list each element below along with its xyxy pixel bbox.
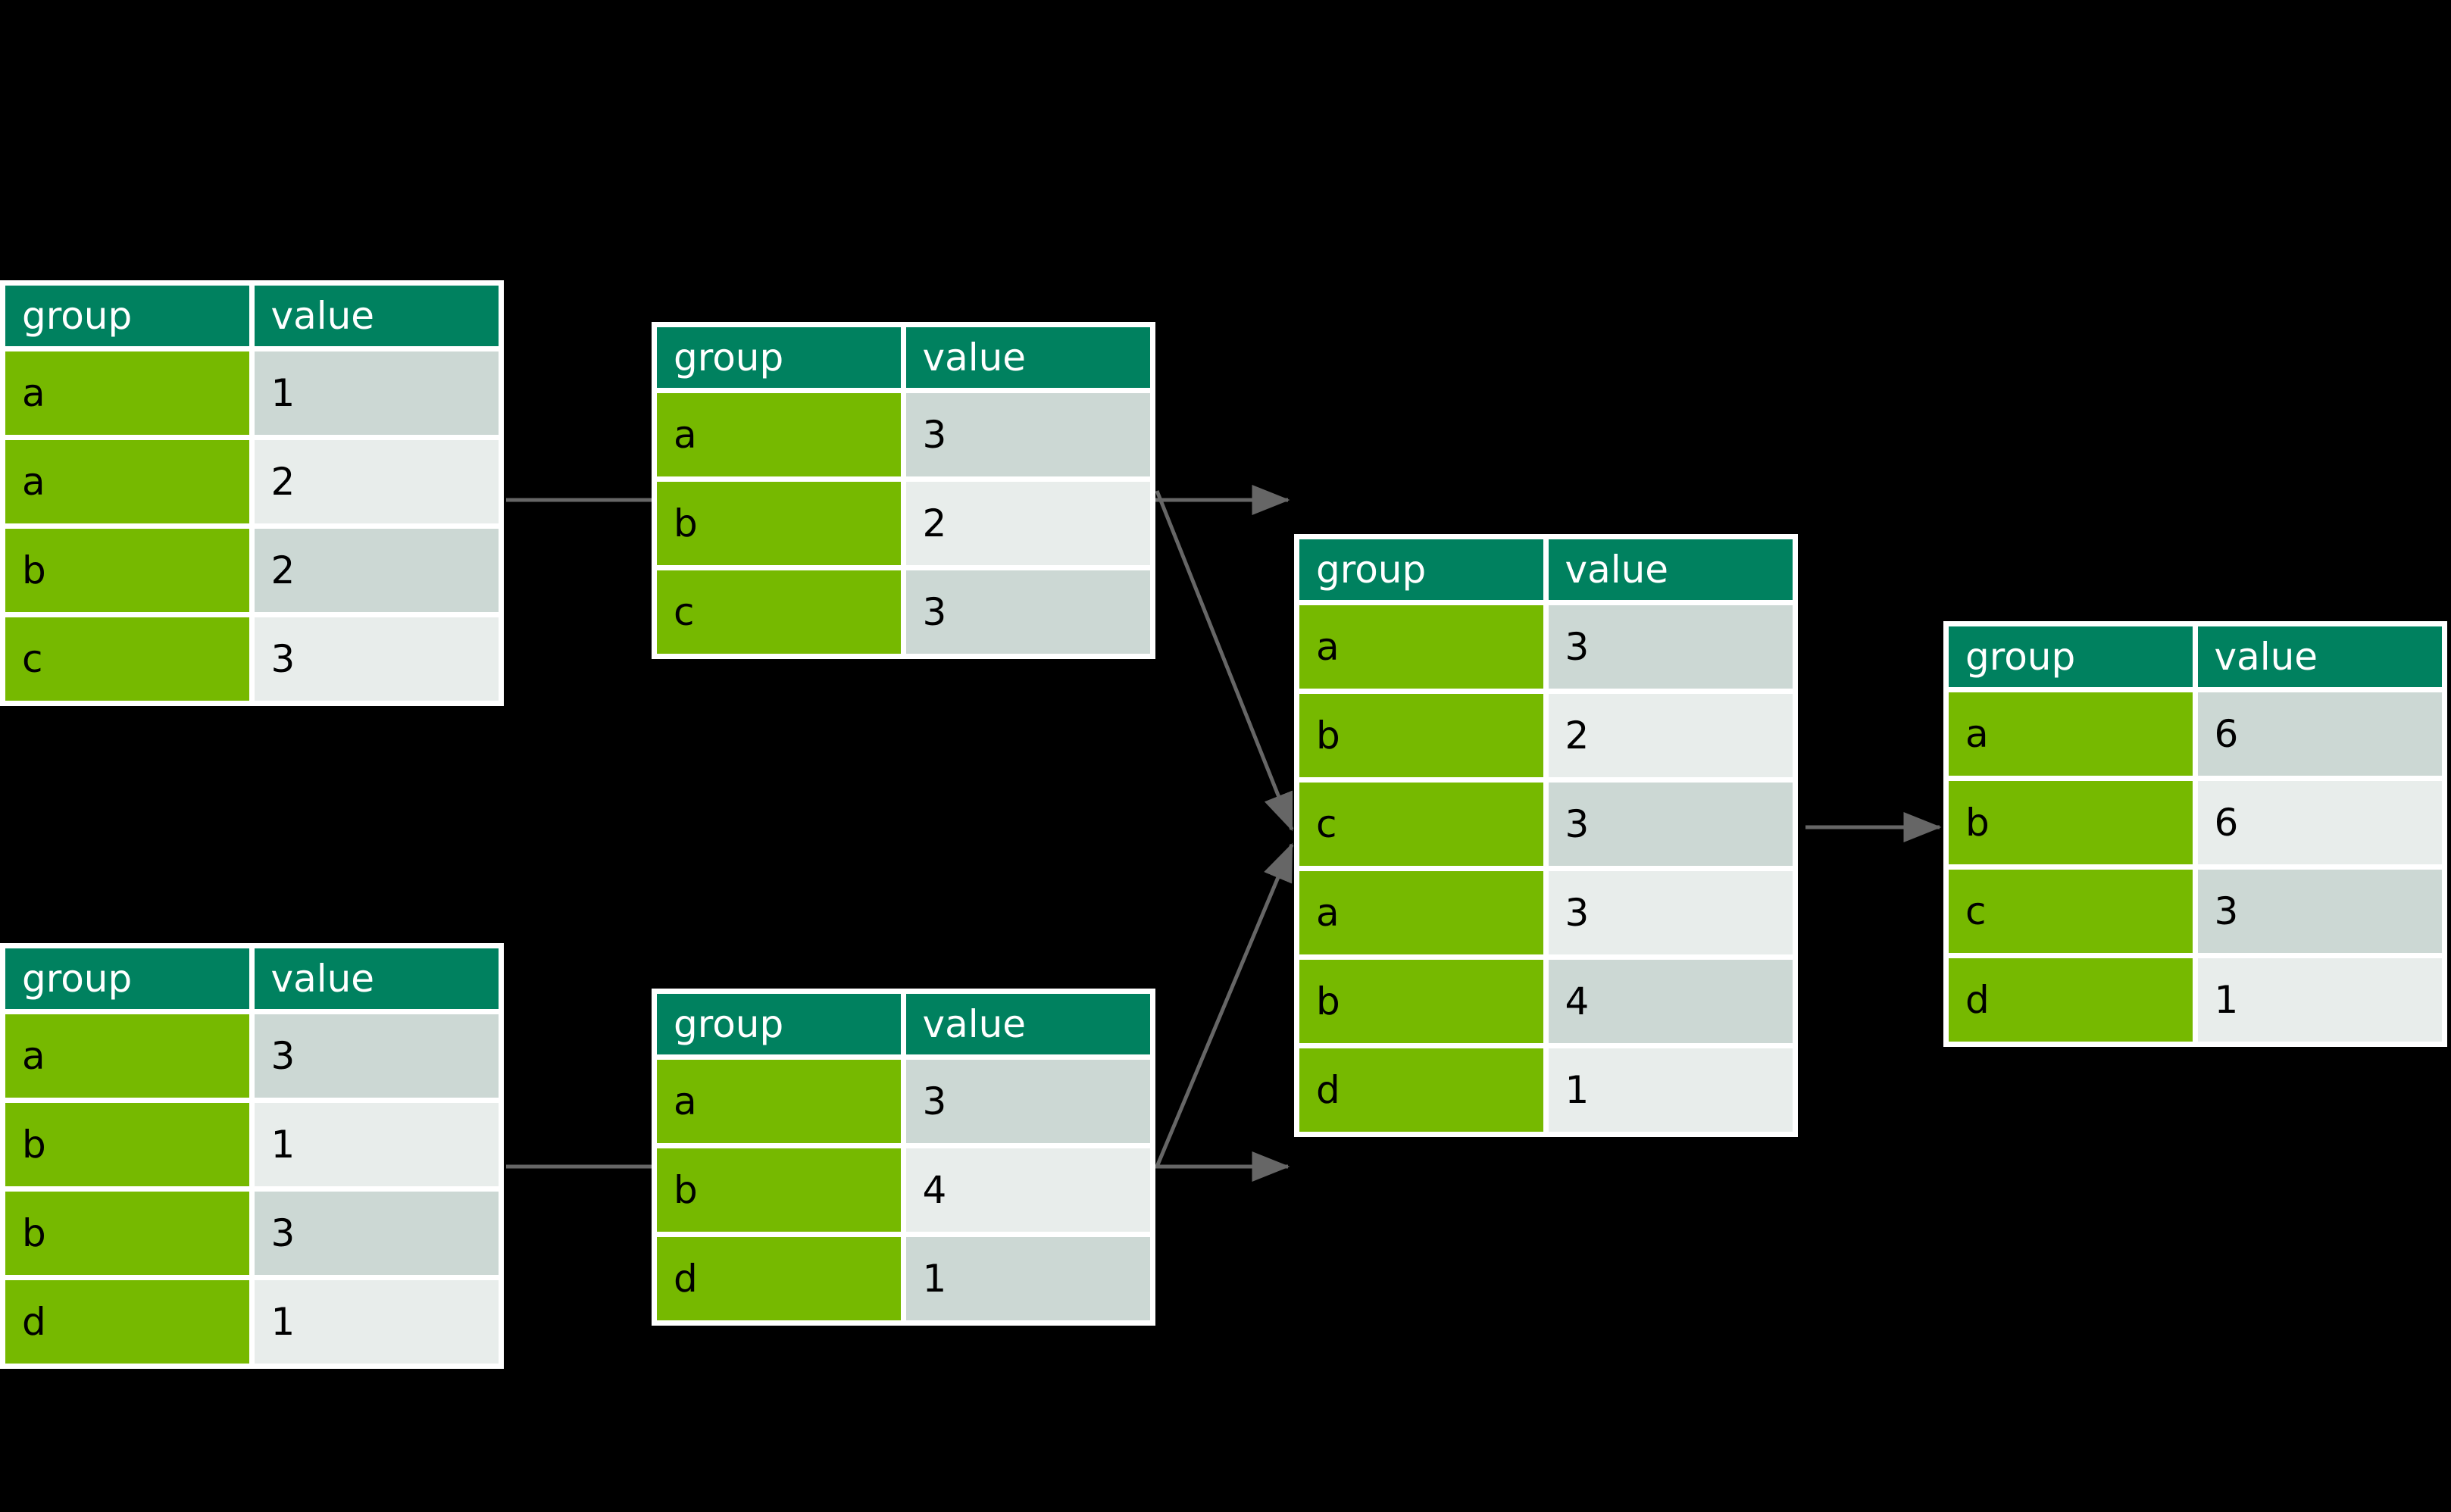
cell-value: 3 (254, 617, 499, 701)
cell-value: 4 (905, 1148, 1150, 1232)
cell-value: 1 (254, 1103, 499, 1186)
cell-value: 3 (905, 1060, 1150, 1143)
cell-group: a (657, 1060, 901, 1143)
column-header-group: group (1949, 626, 2193, 687)
cell-group: d (1299, 1048, 1543, 1132)
cell-group: b (1299, 960, 1543, 1043)
arrow-agg-top-to-concat (1155, 490, 1294, 832)
column-header-value: value (254, 286, 499, 346)
cell-value: 3 (1548, 605, 1793, 689)
cell-value: 3 (2197, 870, 2442, 953)
cell-group: c (1949, 870, 2193, 953)
column-header-value: value (905, 327, 1150, 388)
column-header-group: group (5, 286, 249, 346)
cell-value: 3 (254, 1014, 499, 1098)
cell-value: 2 (1548, 694, 1793, 777)
arrow-agg-bottom-to-concat (1155, 842, 1294, 1167)
column-header-group: group (657, 994, 901, 1054)
column-header-value: value (905, 994, 1150, 1054)
cell-value: 3 (1548, 871, 1793, 954)
cell-group: a (1949, 692, 2193, 776)
cell-value: 6 (2197, 781, 2442, 864)
column-header-group: group (657, 327, 901, 388)
column-header-group: group (5, 948, 249, 1009)
cell-value: 1 (2197, 958, 2442, 1042)
cell-value: 3 (905, 393, 1150, 476)
cell-group: b (5, 529, 249, 612)
cell-group: b (657, 482, 901, 565)
cell-value: 4 (1548, 960, 1793, 1043)
cell-group: b (5, 1103, 249, 1186)
cell-value: 3 (1548, 783, 1793, 866)
column-header-value: value (254, 948, 499, 1009)
cell-group: b (1299, 694, 1543, 777)
column-header-value: value (2197, 626, 2442, 687)
cell-group: a (5, 351, 249, 435)
cell-group: b (657, 1148, 901, 1232)
cell-value: 6 (2197, 692, 2442, 776)
cell-group: d (657, 1237, 901, 1320)
column-header-value: value (1548, 539, 1793, 600)
cell-value: 2 (254, 440, 499, 523)
cell-group: d (5, 1280, 249, 1364)
cell-group: c (1299, 783, 1543, 866)
cell-value: 1 (254, 351, 499, 435)
cell-group: a (657, 393, 901, 476)
cell-group: a (5, 1014, 249, 1098)
cell-value: 1 (905, 1237, 1150, 1320)
cell-value: 3 (254, 1192, 499, 1275)
cell-value: 2 (905, 482, 1150, 565)
cell-group: c (5, 617, 249, 701)
cell-value: 3 (905, 570, 1150, 654)
cell-group: a (1299, 605, 1543, 689)
cell-value: 1 (254, 1280, 499, 1364)
cell-group: c (657, 570, 901, 654)
cell-group: b (5, 1192, 249, 1275)
cell-value: 1 (1548, 1048, 1793, 1132)
cell-group: d (1949, 958, 2193, 1042)
column-header-group: group (1299, 539, 1543, 600)
cell-group: b (1949, 781, 2193, 864)
cell-group: a (1299, 871, 1543, 954)
cell-group: a (5, 440, 249, 523)
cell-value: 2 (254, 529, 499, 612)
